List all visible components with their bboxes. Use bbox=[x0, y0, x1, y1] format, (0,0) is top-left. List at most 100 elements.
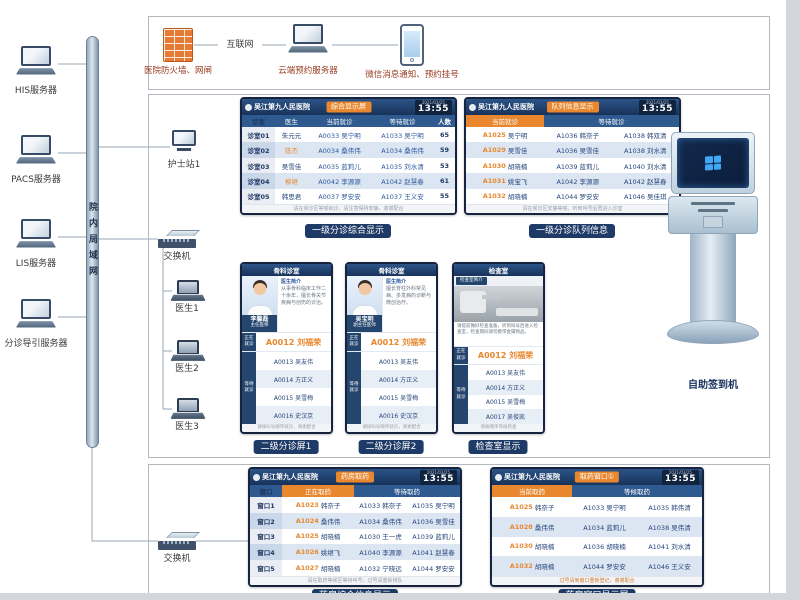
hospital-logo bbox=[245, 103, 252, 111]
phone-icon bbox=[400, 24, 424, 66]
doctor-profile: 吴宝明 副主任医师 医生简介 擅长脊柱外科常见病、多发病的诊断与微创治疗。 bbox=[347, 276, 436, 332]
exam-badge-row: 检查室简介 bbox=[454, 276, 543, 286]
hospital-logo bbox=[253, 473, 260, 481]
waiting-section: 等待就诊 A0013 吴友伟 A0014 方正义 A0015 吴雪梅 A0017… bbox=[454, 364, 543, 424]
doctor-name-card: 李馨磊 主任医师 bbox=[242, 315, 277, 332]
date-text: 2021/03/25 bbox=[426, 469, 450, 475]
pacs-server-label: PACS服务器 bbox=[11, 175, 61, 185]
nurse-station-icon bbox=[170, 130, 198, 151]
exam-photo bbox=[454, 286, 543, 322]
table-header: 窗口 正在取药 等待取药 bbox=[250, 485, 460, 497]
desktop-server-icon bbox=[14, 299, 58, 328]
current-row: 正在就诊 A0012 刘福荣 bbox=[242, 332, 331, 351]
col-room: 诊室 bbox=[242, 115, 275, 127]
col-waiting: 等待就诊 bbox=[371, 115, 434, 127]
exam-intro: 请提前做好检查准备，听到叫号后进入检查室，检查期间请勿携带金属物品。 bbox=[457, 324, 538, 336]
table-header: 诊室 医生 当前就诊 等待就诊 人数 bbox=[242, 115, 455, 127]
screen-header: 吴江第九人民医院 综合显示屏 2021/03/25 13:55 bbox=[242, 99, 455, 115]
hospital-name: 吴江第九人民医院 bbox=[504, 473, 560, 481]
clock: 2021/03/25 13:55 bbox=[661, 469, 699, 485]
table-header: 当前就诊 等待就诊 bbox=[466, 115, 679, 127]
waiting-item: A0013 吴友伟 bbox=[273, 358, 314, 366]
kiosk-base bbox=[667, 320, 759, 344]
pharmacy-section-box bbox=[148, 464, 770, 593]
ticker: 请按顺序等候检查 bbox=[454, 424, 543, 432]
doctor-intro: 医生简介 从事骨科临床工作二十余年，擅长骨关节疾病与创伤的诊治。 bbox=[278, 276, 331, 332]
switch-icon bbox=[158, 532, 200, 550]
caption-queue: 一级分诊队列信息 bbox=[528, 224, 616, 238]
screen-queue: 吴江第九人民医院 队列信息显示 2021/03/25 13:55 当前就诊 等待… bbox=[464, 97, 681, 215]
waiting-item: A0015 吴雪梅 bbox=[273, 394, 314, 402]
switch-icon bbox=[158, 230, 200, 248]
col-doctor: 医生 bbox=[275, 115, 308, 127]
screen-header: 吴江第九人民医院 队列信息显示 2021/03/25 13:55 bbox=[466, 99, 679, 115]
caption-pharmacy: 药房综合信息显示 bbox=[311, 589, 399, 593]
waiting-label: 等待就诊 bbox=[242, 352, 256, 424]
hospital-logo bbox=[495, 473, 502, 481]
ticker: 请在取药等候区等待叫号，过号请重新排队 bbox=[250, 576, 460, 585]
current-row: 正在就诊 A0012 刘福荣 bbox=[454, 346, 543, 364]
caption-exam: 检查室显示 bbox=[468, 440, 528, 454]
white-page: HIS服务器 PACS服务器 LIS服务器 分诊导引服务器 院内局域网 医院防火… bbox=[0, 0, 786, 593]
doctor-photo bbox=[347, 276, 382, 315]
col-current: 当前就诊 bbox=[308, 115, 371, 127]
kiosk-screen-panel bbox=[671, 132, 755, 194]
col-waiting: 等待取药 bbox=[354, 485, 460, 497]
ticker: 请按叫号顺序就诊，谢谢配合 bbox=[347, 424, 436, 432]
lis-server-label: LIS服务器 bbox=[15, 259, 57, 269]
waiting-item: A0014 方正义 bbox=[361, 370, 436, 388]
waiting-label: 等待就诊 bbox=[347, 352, 361, 424]
screen-dept-1: 骨科诊室 李馨磊 主任医师 医生简介 从事骨科临床工作二十余年，擅长骨关节疾病与… bbox=[240, 262, 333, 434]
waiting-item: A0014 方正义 bbox=[468, 379, 543, 395]
clock: 2021/03/25 13:55 bbox=[638, 99, 676, 115]
waiting-item: A0014 方正义 bbox=[256, 370, 331, 388]
doctor1-label: 医生1 bbox=[175, 304, 199, 314]
screen-composite: 吴江第九人民医院 综合显示屏 2021/03/25 13:55 诊室 医生 当前… bbox=[240, 97, 457, 215]
waiting-section: 等待就诊 A0013 吴友伟 A0014 方正义 A0015 吴雪梅 A0016… bbox=[347, 351, 436, 424]
hospital-lan-bar: 院内局域网 bbox=[86, 36, 99, 448]
perimeter-box bbox=[148, 16, 770, 90]
hospital-name: 吴江第九人民医院 bbox=[254, 103, 310, 111]
cloud-server-icon bbox=[286, 24, 330, 53]
doctor-photo bbox=[242, 276, 277, 315]
waiting-item: A0017 吴俊凯 bbox=[468, 409, 543, 424]
doctor-title: 副主任医师 bbox=[353, 323, 376, 329]
switch-label: 交换机 bbox=[163, 252, 191, 262]
waiting-list: A0013 吴友伟 A0014 方正义 A0015 吴雪梅 A0017 吴俊凯 bbox=[468, 365, 543, 424]
room-title: 检查室 bbox=[454, 264, 543, 276]
caption-kiosk: 自助签到机 bbox=[688, 380, 738, 391]
waiting-item: A0016 史汉京 bbox=[361, 406, 436, 424]
intro-text: 从事骨科临床工作二十余年，擅长骨关节疾病与创伤的诊治。 bbox=[281, 286, 327, 306]
screen-badge: 综合显示屏 bbox=[326, 101, 371, 113]
caption-dept-1: 二级分诊屏1 bbox=[253, 440, 319, 454]
doctor-title: 主任医师 bbox=[250, 323, 269, 329]
waiting-list: A0013 吴友伟 A0014 方正义 A0015 吴雪梅 A0016 史汉京 bbox=[361, 352, 436, 424]
date-text: 2021/03/25 bbox=[421, 99, 445, 105]
ticker: 过号请到窗口重新登记，谢谢配合 bbox=[492, 576, 702, 585]
screen-header: 吴江第九人民医院 药房取药 2021/03/25 13:55 bbox=[250, 469, 460, 485]
exam-badge: 检查室简介 bbox=[456, 277, 487, 285]
screen-header: 吴江第九人民医院 取药窗口① 2021/03/25 13:55 bbox=[492, 469, 702, 485]
desktop-server-icon bbox=[14, 46, 58, 75]
doctor-profile: 李馨磊 主任医师 医生简介 从事骨科临床工作二十余年，擅长骨关节疾病与创伤的诊治… bbox=[242, 276, 331, 332]
kiosk-console bbox=[668, 196, 758, 234]
ticker: 请按叫号顺序就诊，谢谢配合 bbox=[242, 424, 331, 432]
caption-composite: 一级分诊综合显示 bbox=[304, 224, 392, 238]
triage-section-box bbox=[148, 94, 770, 458]
self-checkin-kiosk bbox=[664, 132, 762, 372]
ticker: 请在候诊区等候就诊，请注意保持安静，谢谢配合 bbox=[242, 204, 455, 213]
laptop-icon bbox=[170, 398, 206, 419]
